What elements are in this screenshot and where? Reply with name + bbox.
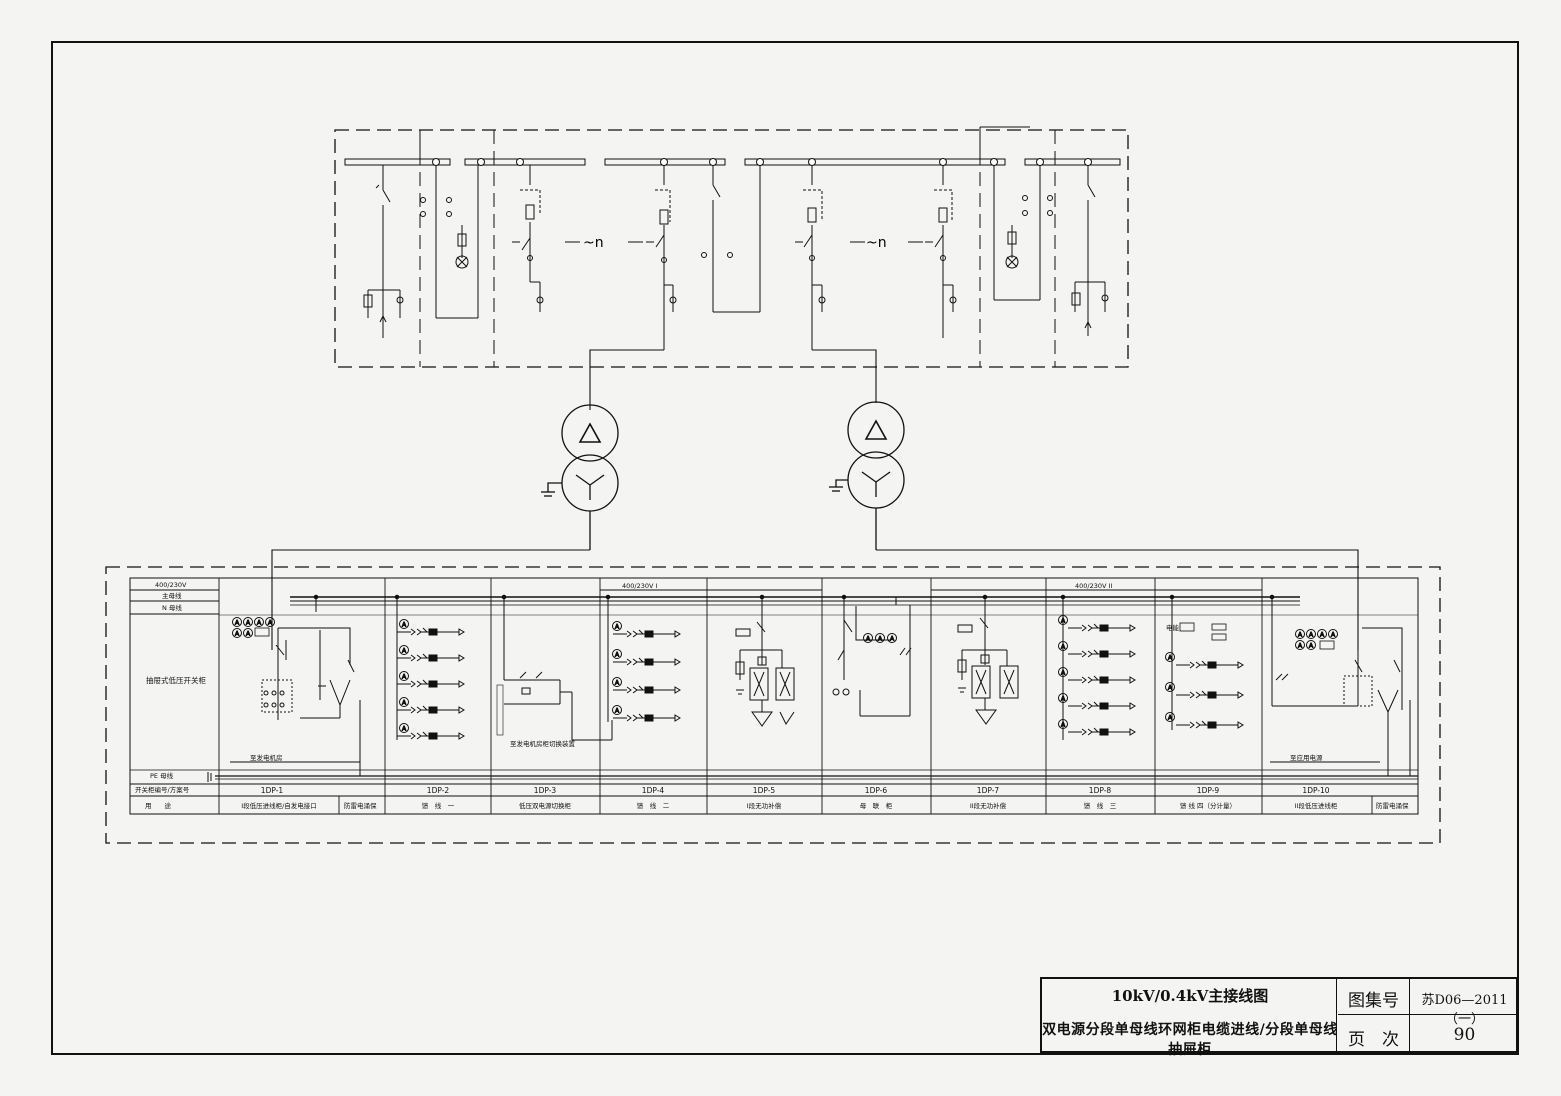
- cabinet-type: 抽屉式低压开关柜: [146, 675, 206, 685]
- panel-usage: I段低压进线柜/自发电接口: [241, 801, 317, 810]
- ring-label-left: ~n: [583, 235, 604, 251]
- ring-label-right: ~n: [866, 235, 887, 251]
- tb-divider: [1338, 1014, 1516, 1015]
- page-value: 90: [1453, 1025, 1476, 1045]
- atlas-label: 图集号: [1348, 991, 1399, 1011]
- hv-cables: [589, 349, 877, 410]
- panel-id: 1DP-8: [1089, 786, 1112, 795]
- meter-label: 电能: [1166, 623, 1180, 632]
- drawing-subtitle: 双电源分段单母线环网柜电缆进线/分段单母线抽屉柜: [1042, 1022, 1338, 1058]
- panel-id: 1DP-7: [977, 786, 1000, 795]
- row-main-bus: 主母线: [162, 591, 182, 600]
- note-p10: 至应用电源: [1290, 753, 1323, 762]
- panel-usage: 馈 线 一: [422, 801, 455, 810]
- lv-incoming-cables: [271, 549, 1359, 650]
- panel-usage: I段无功补偿: [747, 801, 782, 810]
- panel-id: 1DP-5: [753, 786, 776, 795]
- sheet-border: [51, 41, 1519, 1055]
- panel-usage: II段无功补偿: [970, 801, 1007, 810]
- hv-ring-main-unit: [334, 126, 1129, 368]
- note-p3: 至发电机房柜切换装置: [510, 739, 576, 748]
- hv-dashed-enclosure: [334, 129, 1129, 368]
- panel-id: 1DP-1: [261, 786, 284, 795]
- panel-usage: 馈 线 二: [637, 801, 670, 810]
- bus-label-left: 400/230V: [155, 581, 187, 589]
- panel-id: 1DP-9: [1197, 786, 1220, 795]
- bus-label-seg1: 400/230V I: [622, 582, 658, 590]
- panel-id: 1DP-3: [534, 786, 557, 795]
- panel-id: 1DP-10: [1302, 786, 1329, 795]
- panel-usage: II段低压进线柜: [1295, 801, 1338, 810]
- title-block: 10kV/0.4kV主接线图 双电源分段单母线环网柜电缆进线/分段单母线抽屉柜 …: [1040, 977, 1518, 1058]
- note-p1: 至发电机房: [250, 753, 283, 762]
- bus-label-seg2: 400/230V II: [1075, 582, 1112, 590]
- row-cabinet-no: 开关柜编号/方案号: [135, 785, 190, 794]
- page-label: 页 次: [1348, 1030, 1399, 1050]
- tb-divider: [1336, 979, 1337, 1051]
- lv-switchgear: [105, 566, 1441, 844]
- transformer-t2: [829, 401, 905, 550]
- row-n-bus: N 母线: [162, 603, 182, 612]
- panel-id: 1DP-6: [865, 786, 888, 795]
- atlas-value: 苏D06—2011（一）: [1421, 993, 1508, 1027]
- pe-label: PE 母线: [150, 771, 174, 780]
- drawing-title: 10kV/0.4kV主接线图: [1111, 987, 1269, 1005]
- panel-id: 1DP-2: [427, 786, 450, 795]
- hv-busbar: [344, 158, 1121, 166]
- panel-usage: 馈 线 三: [1084, 801, 1117, 810]
- extra-right: 防雷电涌保: [1376, 801, 1409, 810]
- panel-id: 1DP-4: [642, 786, 665, 795]
- row-usage: 用 途: [145, 801, 172, 810]
- panel-usage: 馈 线 四（分计量）: [1180, 801, 1236, 810]
- panel-usage: 母 联 柜: [860, 801, 893, 810]
- transformer-t1: [541, 404, 619, 550]
- panel-usage: 低压双电源切换柜: [519, 801, 572, 810]
- extra-left: 防雷电涌保: [344, 801, 377, 810]
- tb-divider: [1409, 979, 1410, 1051]
- lv-dashed-enclosure: [105, 566, 1441, 844]
